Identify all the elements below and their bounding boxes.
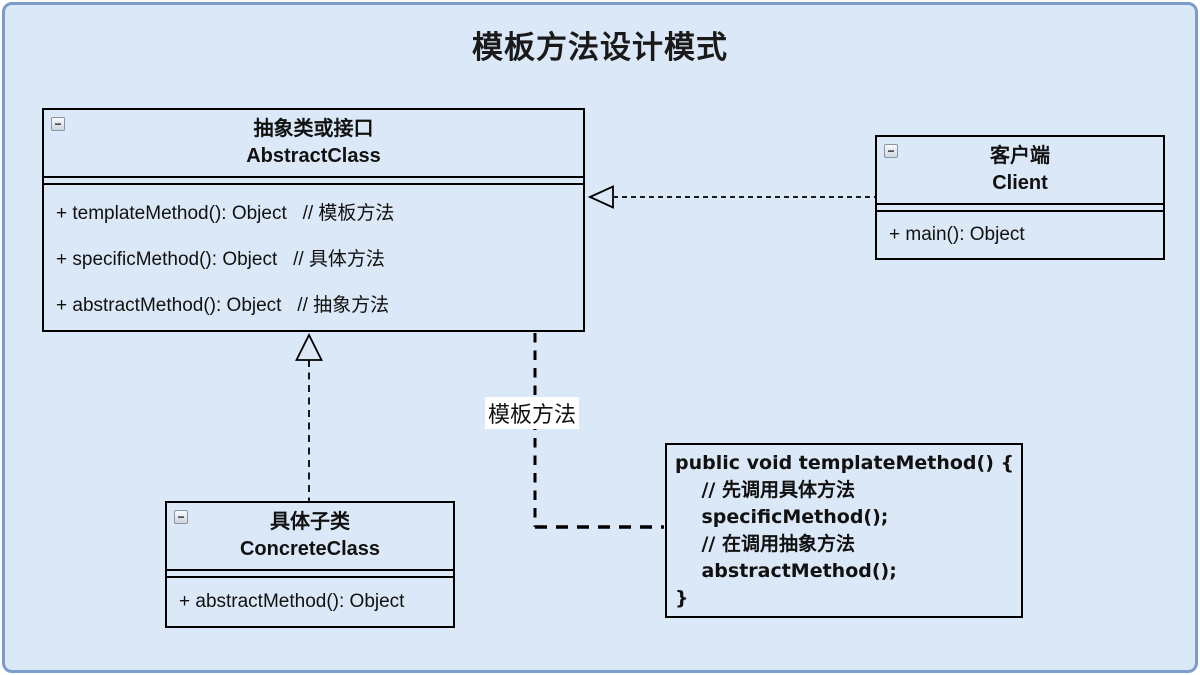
- class-box-abstractclass[interactable]: − 抽象类或接口 AbstractClass + templateMethod(…: [42, 108, 585, 332]
- method-item: + abstractMethod(): Object // 抽象方法: [56, 295, 390, 317]
- class-name-cn: 具体子类: [270, 511, 350, 533]
- class-box-client[interactable]: − 客户端 Client + main(): Object: [875, 135, 1165, 260]
- diagram-title: 模板方法设计模式: [472, 30, 728, 65]
- methods-compartment: + main(): Object: [877, 212, 1163, 258]
- method-item: + main(): Object: [889, 224, 1025, 245]
- method-item: + templateMethod(): Object // 模板方法: [56, 202, 395, 224]
- code-note[interactable]: public void templateMethod() { // 先调用具体方…: [665, 443, 1023, 618]
- realization-hollow-triangle-icon: [295, 332, 323, 361]
- code-line: // 先调用具体方法: [675, 479, 855, 501]
- collapse-icon[interactable]: −: [51, 117, 65, 131]
- class-name-cn: 客户端: [990, 145, 1050, 167]
- code-line: }: [675, 587, 689, 609]
- class-name-en: Client: [992, 172, 1048, 194]
- methods-compartment: + templateMethod(): Object // 模板方法 + spe…: [44, 185, 583, 330]
- attributes-compartment: [877, 205, 1163, 212]
- code-line: abstractMethod();: [675, 560, 897, 582]
- dependency-hollow-triangle-icon: [587, 185, 614, 209]
- code-line: specificMethod();: [675, 506, 889, 528]
- minus-glyph: −: [887, 144, 895, 158]
- method-item: + specificMethod(): Object // 具体方法: [56, 248, 385, 270]
- attributes-compartment: [167, 571, 453, 578]
- abstractclass-header: − 抽象类或接口 AbstractClass: [44, 110, 583, 178]
- concreteclass-header: − 具体子类 ConcreteClass: [167, 503, 453, 571]
- collapse-icon[interactable]: −: [884, 144, 898, 158]
- class-name-en: AbstractClass: [246, 145, 381, 167]
- minus-glyph: −: [54, 117, 62, 131]
- code-line: public void templateMethod() {: [675, 452, 1015, 474]
- class-box-concreteclass[interactable]: − 具体子类 ConcreteClass + abstractMethod():…: [165, 501, 455, 628]
- class-name-cn: 抽象类或接口: [253, 118, 374, 140]
- collapse-icon[interactable]: −: [174, 510, 188, 524]
- methods-compartment: + abstractMethod(): Object: [167, 578, 453, 626]
- class-name-en: ConcreteClass: [239, 538, 381, 560]
- client-header: − 客户端 Client: [877, 137, 1163, 205]
- method-item: + abstractMethod(): Object: [179, 591, 405, 612]
- code-line: // 在调用抽象方法: [675, 533, 855, 555]
- minus-glyph: −: [177, 510, 185, 524]
- attributes-compartment: [44, 178, 583, 185]
- note-anchor-label: 模板方法: [485, 397, 580, 429]
